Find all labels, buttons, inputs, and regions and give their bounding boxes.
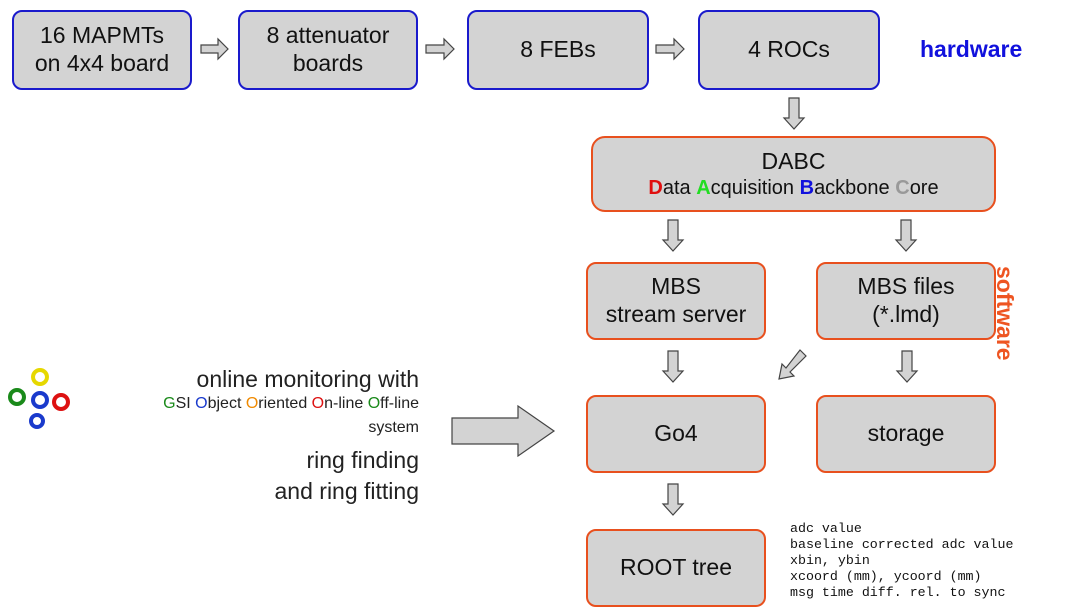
acronym-initial: O (311, 395, 325, 412)
hw-box-attenuator-line2: boards (292, 50, 364, 76)
mbs-stream-box: MBS stream server (586, 262, 766, 340)
mbs-files-line1: MBS files (857, 273, 955, 300)
hw-box-mapmts-line2: on 4x4 board (34, 50, 170, 76)
go4-label: Go4 (654, 420, 698, 447)
arrow-big-right-icon (451, 404, 556, 458)
storage-label: storage (867, 420, 945, 447)
acronym-initial: O (195, 395, 208, 412)
mbs-stream-line1: MBS (651, 273, 701, 300)
root-field: xbin, ybin (790, 553, 870, 568)
arrow-down-icon (895, 350, 919, 383)
acronym-initial: O (367, 395, 381, 412)
dabc-subtitle: Data Acquisition Backbone Core (648, 176, 938, 200)
root-tree-box: ROOT tree (586, 529, 766, 607)
arrow-down-icon (782, 97, 806, 130)
mbs-files-box: MBS files (*.lmd) (816, 262, 996, 340)
storage-box: storage (816, 395, 996, 473)
arrow-right-icon (655, 37, 685, 61)
root-field: xcoord (mm), ycoord (mm) (790, 569, 982, 584)
dabc-rest-a: cquisition (710, 176, 800, 199)
acronym-rest: bject (207, 395, 246, 412)
dabc-rest-c: ore (909, 176, 939, 199)
mbs-stream-line2: stream server (605, 301, 747, 327)
hw-box-rocs: 4 ROCs (698, 10, 880, 90)
dabc-initial-c: C (895, 176, 910, 199)
go4-logo-icon (8, 368, 70, 429)
hw-box-rocs-label: 4 ROCs (748, 36, 830, 63)
dabc-initial-a: A (696, 176, 711, 199)
go4-acronym: GSI Object Oriented On-line Off-line (163, 395, 419, 413)
root-field: msg time diff. rel. to sync (790, 585, 1006, 600)
root-fields-list: adc value baseline corrected adc value x… (790, 521, 1013, 601)
hw-box-febs: 8 FEBs (467, 10, 649, 90)
acronym-rest: riented (258, 395, 312, 412)
acronym-initial: O (245, 395, 259, 412)
hw-box-attenuator: 8 attenuator boards (238, 10, 418, 90)
arrow-down-icon (894, 219, 918, 252)
mbs-files-line2: (*.lmd) (872, 301, 940, 327)
hw-box-attenuator-line1: 8 attenuator (266, 22, 390, 49)
hw-box-febs-label: 8 FEBs (520, 36, 596, 63)
dabc-box: DABC Data Acquisition Backbone Core (591, 136, 996, 212)
arrow-diagonal-icon (778, 349, 807, 380)
arrow-right-icon (425, 37, 455, 61)
dabc-rest-b: ackbone (814, 176, 896, 199)
root-field: baseline corrected adc value (790, 537, 1014, 552)
acronym-rest: SI (175, 395, 196, 412)
dabc-rest-d: ata (662, 176, 697, 199)
root-tree-label: ROOT tree (619, 554, 733, 581)
root-field: adc value (790, 521, 862, 536)
arrow-down-icon (661, 350, 685, 383)
dabc-initial-b: B (799, 176, 815, 199)
hardware-label: hardware (920, 36, 1023, 62)
go4-box: Go4 (586, 395, 766, 473)
arrow-right-icon (200, 37, 229, 61)
go4-desc-system: system (368, 419, 419, 436)
go4-desc-ring-finding: ring finding (306, 447, 419, 473)
hw-box-mapmts: 16 MAPMTs on 4x4 board (12, 10, 192, 90)
go4-desc-ring-fitting: and ring fitting (274, 478, 419, 504)
arrow-down-icon (661, 219, 685, 252)
dabc-initial-d: D (648, 176, 663, 199)
acronym-rest: ff-line (380, 395, 419, 412)
acronym-rest: n-line (324, 395, 368, 412)
dabc-title: DABC (761, 148, 826, 175)
arrow-down-icon (661, 483, 685, 516)
acronym-initial: G (163, 395, 176, 412)
go4-desc-line1: online monitoring with (196, 366, 419, 392)
hw-box-mapmts-line1: 16 MAPMTs (40, 22, 164, 49)
